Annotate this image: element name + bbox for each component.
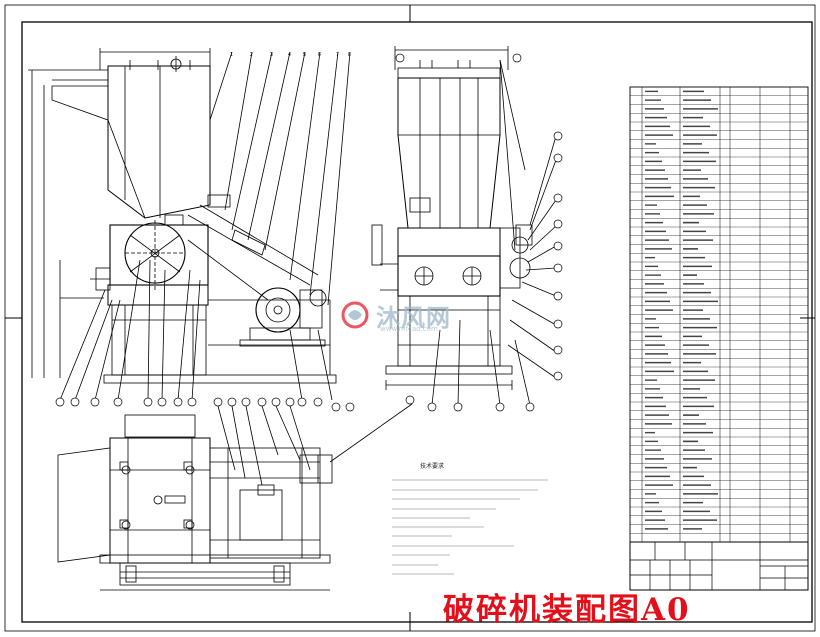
side-view <box>28 48 351 401</box>
svg-text:5: 5 <box>303 52 306 58</box>
watermark: 沐风网 www.mfcad.com <box>340 298 510 334</box>
svg-text:4: 4 <box>288 52 291 58</box>
svg-text:2: 2 <box>250 52 253 58</box>
drawing-caption: 破碎机装配图A0 <box>443 592 691 628</box>
svg-text:8: 8 <box>348 52 351 58</box>
svg-text:7: 7 <box>336 52 339 58</box>
svg-text:6: 6 <box>318 52 321 58</box>
inner-frame <box>21 21 813 623</box>
front-view <box>371 46 557 406</box>
svg-text:3: 3 <box>270 52 273 58</box>
title-block <box>629 541 809 591</box>
watermark-url: www.mfcad.com <box>380 325 438 333</box>
plan-view <box>57 403 413 591</box>
svg-text:1: 1 <box>230 52 233 58</box>
watermark-text: 沐风网 <box>376 304 451 332</box>
watermark-logo-icon <box>341 301 369 329</box>
notes-lines <box>392 479 548 575</box>
notes-title: 技术要求 <box>420 463 445 470</box>
